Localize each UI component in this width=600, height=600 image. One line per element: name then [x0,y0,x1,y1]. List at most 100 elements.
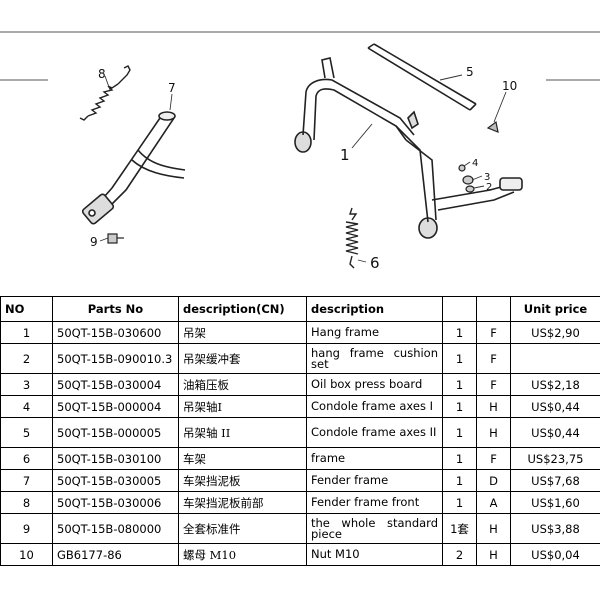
table-row: 5 50QT-15B-000005 吊架轴 II Condole frame a… [0,417,600,448]
cell-description: hang frame cushion set [306,343,443,374]
cell-unit-price: US$1,60 [510,491,600,514]
cell-description-cn: 车架挡泥板前部 [178,491,307,514]
cell-grade: H [476,417,511,448]
cell-description: frame [306,447,443,470]
cell-qty: 1 [442,395,477,418]
cell-unit-price: US$2,18 [510,373,600,396]
cell-no: 2 [0,343,53,374]
cell-grade: F [476,373,511,396]
cell-parts-no: 50QT-15B-080000 [52,513,179,544]
exploded-parts-diagram: 8 7 9 1 5 10 4 3 2 6 [0,0,600,296]
header-grade [476,296,511,322]
cell-unit-price: US$7,68 [510,469,600,492]
small-parts-2-3-4 [458,164,475,193]
cell-no: 3 [0,373,53,396]
table-row: 6 50QT-15B-030100 车架 frame 1 F US$23,75 [0,447,600,470]
cell-description-cn: 车架挡泥板 [178,469,307,492]
cell-unit-price: US$3,88 [510,513,600,544]
spring-part-6 [345,207,359,269]
callout-5: 5 [466,65,474,79]
cell-no: 6 [0,447,53,470]
table-header-row: NO Parts No description(CN) description … [0,296,600,322]
cell-no: 1 [0,321,53,344]
table-row: 2 50QT-15B-090010.3 吊架缓冲套 hang frame cus… [0,343,600,374]
cell-parts-no: 50QT-15B-030600 [52,321,179,344]
cell-parts-no: 50QT-15B-000004 [52,395,179,418]
callout-3: 3 [484,172,490,183]
cell-qty: 1 [442,469,477,492]
cell-grade: H [476,543,511,566]
cell-unit-price: US$2,90 [510,321,600,344]
cell-description-cn: 吊架轴I [178,395,307,418]
nut-part-10 [486,120,499,133]
cell-qty: 1套 [442,513,477,544]
cell-parts-no: 50QT-15B-090010.3 [52,343,179,374]
table-row: 7 50QT-15B-030005 车架挡泥板 Fender frame 1 D… [0,469,600,492]
cell-qty: 1 [442,491,477,514]
header-unit-price: Unit price [510,296,600,322]
cell-description: Condole frame axes II [306,417,443,448]
header-no: NO [0,296,53,322]
callout-4: 4 [472,158,478,169]
table-row: 9 50QT-15B-080000 全套标准件 the whole standa… [0,513,600,544]
cell-description-cn: 全套标准件 [178,513,307,544]
table-row: 8 50QT-15B-030006 车架挡泥板前部 Fender frame f… [0,491,600,514]
cell-qty: 1 [442,373,477,396]
callout-6: 6 [370,254,380,272]
cell-qty: 1 [442,343,477,374]
cell-description: Fender frame front [306,491,443,514]
cell-grade: F [476,447,511,470]
leader-lines [99,74,507,263]
cell-no: 10 [0,543,53,566]
cell-description: Hang frame [306,321,443,344]
cell-grade: D [476,469,511,492]
cell-no: 5 [0,417,53,448]
side-stand-part-7 [81,111,186,225]
table-row: 4 50QT-15B-000004 吊架轴I Condole frame axe… [0,395,600,418]
cell-description-cn: 车架 [178,447,307,470]
cell-no: 9 [0,513,53,544]
cell-description-cn: 吊架轴 II [178,417,307,448]
cell-unit-price: US$0,44 [510,395,600,418]
cell-unit-price: US$0,44 [510,417,600,448]
header-description: description [306,296,443,322]
cell-parts-no: 50QT-15B-030100 [52,447,179,470]
parts-table: NO Parts No description(CN) description … [0,296,600,566]
table-row: 10 GB6177-86 螺母 M10 Nut M10 2 H US$0,04 [0,543,600,566]
cell-description-cn: 油箱压板 [178,373,307,396]
cell-grade: F [476,343,511,374]
table-row: 1 50QT-15B-030600 吊架 Hang frame 1 F US$2… [0,321,600,344]
cell-description: the whole standard piece [306,513,443,544]
cell-qty: 1 [442,447,477,470]
cell-unit-price [510,343,600,374]
header-description-cn: description(CN) [178,296,307,322]
cell-description: Oil box press board [306,373,443,396]
callout-8: 8 [98,67,106,81]
cell-description-cn: 螺母 M10 [178,543,307,566]
callout-10: 10 [502,79,517,93]
main-stand-part-1 [294,57,523,239]
cell-grade: H [476,395,511,418]
cell-no: 8 [0,491,53,514]
spring-part-8 [79,65,131,121]
cell-unit-price: US$23,75 [510,447,600,470]
cell-parts-no: 50QT-15B-000005 [52,417,179,448]
callout-7: 7 [168,81,176,95]
rubber-strip-part-5 [367,43,477,111]
cell-qty: 2 [442,543,477,566]
cell-qty: 1 [442,417,477,448]
callout-9: 9 [90,235,98,249]
cell-qty: 1 [442,321,477,344]
cell-parts-no: 50QT-15B-030004 [52,373,179,396]
callout-1: 1 [340,146,350,164]
cell-description: Condole frame axes I [306,395,443,418]
cell-unit-price: US$0,04 [510,543,600,566]
callout-2: 2 [486,182,492,193]
cell-description: Fender frame [306,469,443,492]
cell-description-cn: 吊架 [178,321,307,344]
header-qty [442,296,477,322]
bolt-part-9 [107,233,124,244]
cell-no: 7 [0,469,53,492]
cell-grade: F [476,321,511,344]
cell-grade: H [476,513,511,544]
